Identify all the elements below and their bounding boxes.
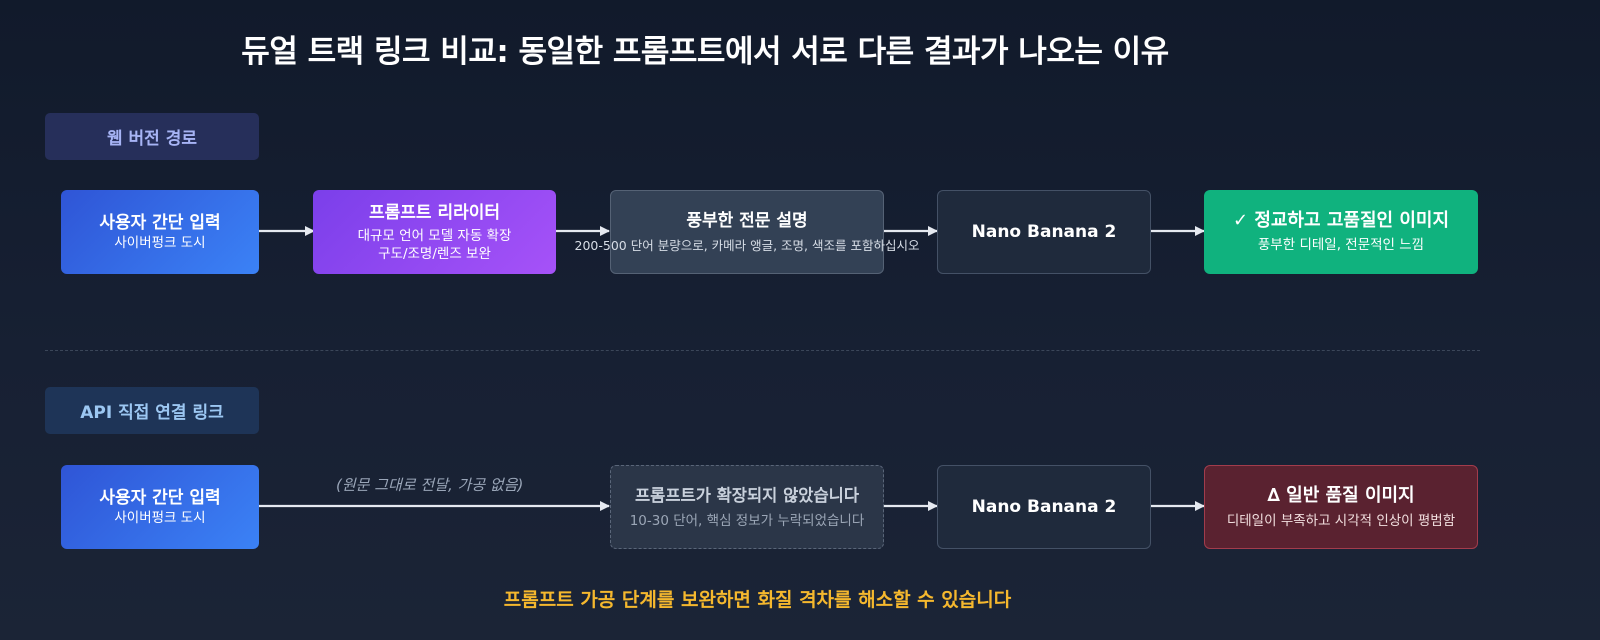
prompt-rewriter-title: 프롬프트 리라이터 <box>368 202 501 223</box>
api-model-box: Nano Banana 2 <box>937 465 1151 549</box>
api-track-label: API 직접 연결 링크 <box>45 387 259 434</box>
api-model-title: Nano Banana 2 <box>971 497 1117 517</box>
track-divider <box>45 350 1480 351</box>
unexpanded-prompt-box: 프롬프트가 확장되지 않았습니다 10-30 단어, 핵심 정보가 누락되었습니… <box>610 465 884 549</box>
hq-image-result-sub: 풍부한 디테일, 전문적인 느낌 <box>1257 237 1425 253</box>
normal-image-result-box: ∆ 일반 품질 이미지 디테일이 부족하고 시각적 인상이 평범함 <box>1204 465 1478 549</box>
api-user-input-title: 사용자 간단 입력 <box>99 488 221 508</box>
unexpanded-prompt-sub: 10-30 단어, 핵심 정보가 누락되었습니다 <box>629 512 865 529</box>
api-user-input-sub: 사이버펑크 도시 <box>114 510 206 526</box>
api-passthrough-note: (원문 그대로 전달, 가공 없음) <box>336 476 524 494</box>
unexpanded-prompt-title: 프롬프트가 확장되지 않았습니다 <box>634 485 859 505</box>
normal-image-result-sub: 디테일이 부족하고 시각적 인상이 평범함 <box>1226 512 1456 529</box>
web-track-label: 웹 버전 경로 <box>45 113 259 160</box>
rich-description-sub: 200-500 단어 분량으로, 카메라 앵글, 조명, 색조를 포함하십시오 <box>574 237 920 253</box>
hq-image-result-box: ✓ 정교하고 고품질인 이미지 풍부한 디테일, 전문적인 느낌 <box>1204 190 1478 274</box>
footer-conclusion: 프롬프트 가공 단계를 보완하면 화질 격차를 해소할 수 있습니다 <box>503 589 1012 611</box>
prompt-rewriter-sub: 대규모 언어 모델 자동 확장 <box>357 227 512 244</box>
page-title: 듀얼 트랙 링크 비교: 동일한 프롬프트에서 서로 다른 결과가 나오는 이유 <box>241 34 1169 70</box>
web-user-input-sub: 사이버펑크 도시 <box>114 235 206 251</box>
prompt-rewriter-box: 프롬프트 리라이터 대규모 언어 모델 자동 확장 구도/조명/렌즈 보완 <box>313 190 556 274</box>
prompt-rewriter-sub2: 구도/조명/렌즈 보완 <box>378 245 491 262</box>
web-model-title: Nano Banana 2 <box>971 222 1117 242</box>
web-model-box: Nano Banana 2 <box>937 190 1151 274</box>
web-user-input-title: 사용자 간단 입력 <box>99 213 221 233</box>
rich-description-title: 풍부한 전문 설명 <box>686 210 808 231</box>
hq-image-result-title: ✓ 정교하고 고품질인 이미지 <box>1232 210 1450 231</box>
web-user-input-box: 사용자 간단 입력 사이버펑크 도시 <box>61 190 259 274</box>
rich-description-box: 풍부한 전문 설명 200-500 단어 분량으로, 카메라 앵글, 조명, 색… <box>574 190 920 274</box>
api-user-input-box: 사용자 간단 입력 사이버펑크 도시 <box>61 465 259 549</box>
normal-image-result-title: ∆ 일반 품질 이미지 <box>1267 484 1415 506</box>
